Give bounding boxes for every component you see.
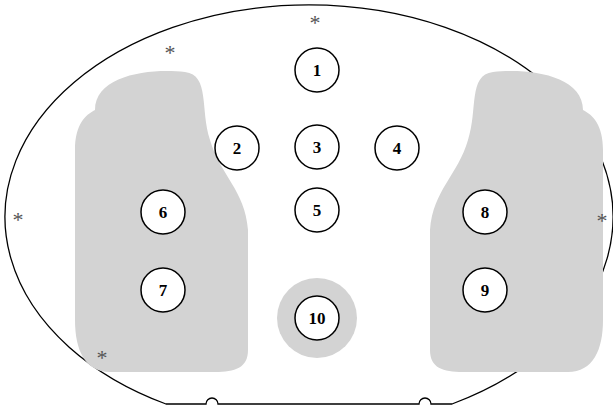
circle-shape	[141, 190, 185, 234]
asterisk-mark: *	[97, 347, 108, 369]
callout-number: 7	[159, 282, 168, 299]
callout-circle: 8	[462, 189, 508, 235]
callout-circle: 6	[140, 189, 186, 235]
callout-circle: 3	[294, 124, 340, 170]
asterisk-mark: *	[13, 209, 24, 231]
callout-number: 9	[481, 282, 490, 299]
spine-disc	[277, 278, 357, 358]
circle-shape	[463, 190, 507, 234]
asterisk-mark: *	[310, 12, 321, 34]
callout-circle: 4	[374, 125, 420, 171]
callout-number: 8	[481, 204, 490, 221]
callout-circle: 1	[294, 47, 340, 93]
circle-shape	[463, 268, 507, 312]
callout-circle: 7	[140, 267, 186, 313]
circle-shape	[215, 126, 259, 170]
circle-shape	[295, 188, 339, 232]
callout-circle: 10	[294, 295, 340, 341]
asterisk-mark: *	[165, 42, 176, 64]
callout-circle: 2	[214, 125, 260, 171]
asterisk-mark: *	[597, 210, 608, 232]
callout-circle: 5	[294, 187, 340, 233]
callout-number: 10	[309, 310, 326, 327]
callout-number: 4	[393, 140, 402, 157]
left-lung	[75, 71, 248, 372]
circle-shape	[295, 48, 339, 92]
right-lung	[430, 71, 603, 372]
callout-number: 2	[233, 140, 242, 157]
callout-number: 1	[313, 62, 322, 79]
circle-shape	[141, 268, 185, 312]
body-outline	[5, 5, 613, 404]
circle-shape	[295, 296, 339, 340]
callout-number: 5	[313, 202, 322, 219]
callout-circle: 9	[462, 267, 508, 313]
callout-number: 3	[313, 139, 322, 156]
circle-shape	[375, 126, 419, 170]
circle-shape	[295, 125, 339, 169]
callout-number: 6	[159, 204, 168, 221]
